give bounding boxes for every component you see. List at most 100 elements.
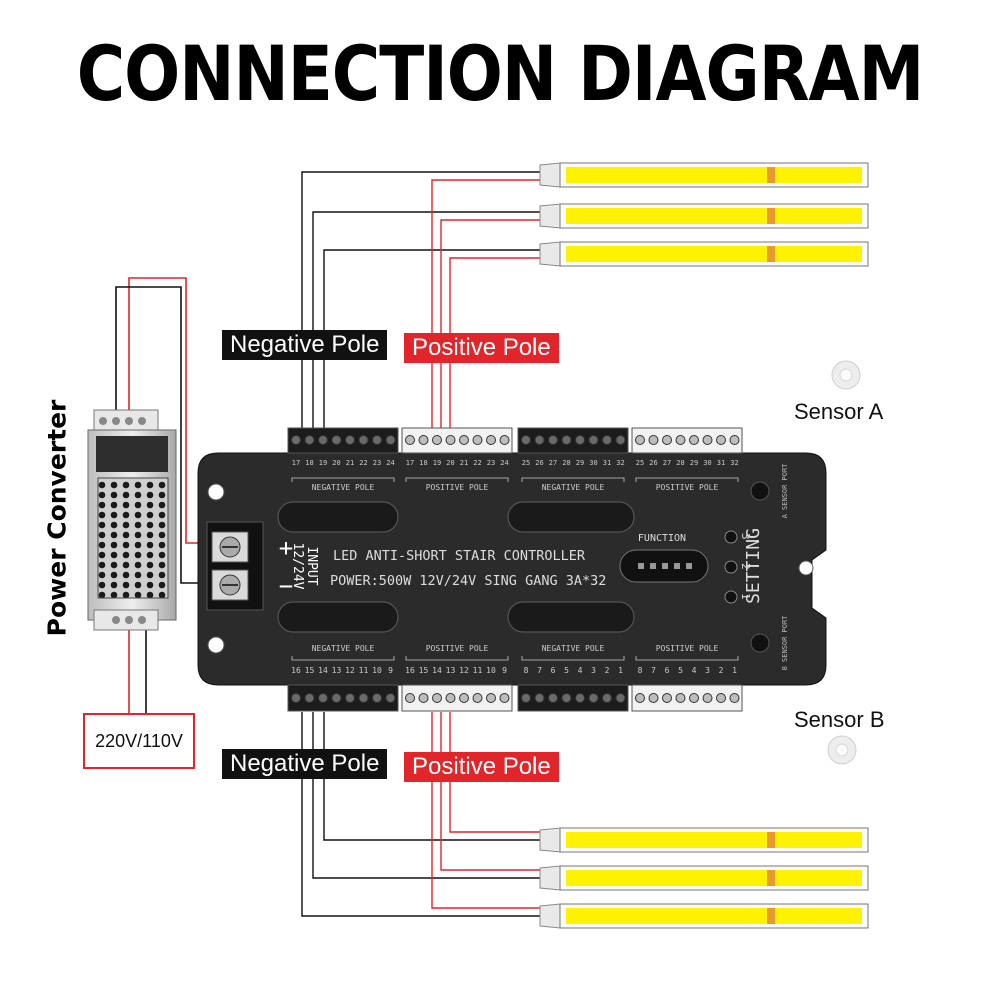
bottom-terminal-number: 12 xyxy=(345,666,355,675)
bottom-terminal-number: 14 xyxy=(318,666,328,675)
strip-cob-light xyxy=(566,832,862,848)
sensor-a-port xyxy=(750,481,770,501)
bottom-group-bracket xyxy=(291,656,395,661)
bottom-terminal-number: 1 xyxy=(732,666,737,675)
terminal-screw xyxy=(675,435,686,445)
strip-cob-light xyxy=(566,870,862,886)
terminal-screw xyxy=(561,693,572,703)
page-title: CONNECTION DIAGRAM xyxy=(76,30,925,119)
led-strips xyxy=(539,162,869,929)
terminal-screw xyxy=(702,693,713,703)
led-strip-6 xyxy=(539,903,869,929)
strip-cob-light xyxy=(566,208,862,224)
top-terminal-number: 27 xyxy=(549,459,557,467)
terminal-screw xyxy=(662,435,672,445)
converter-top-screws xyxy=(99,417,146,425)
terminal-screw xyxy=(534,435,545,445)
bottom-terminal-number: 11 xyxy=(473,666,483,675)
led-strip-3 xyxy=(539,241,869,267)
terminal-screw xyxy=(575,435,585,445)
terminal-screw xyxy=(689,435,699,445)
terminal-screw xyxy=(372,693,382,703)
bottom-terminal-block-3 xyxy=(517,684,629,712)
terminal-screw xyxy=(445,693,456,703)
terminal-screw xyxy=(459,435,469,445)
terminal-screw xyxy=(445,435,456,445)
top-terminal-number: 26 xyxy=(649,459,657,467)
top-terminal-number: 26 xyxy=(535,459,543,467)
top-neg-wire-3 xyxy=(323,249,540,430)
setting-button-2[interactable] xyxy=(724,560,738,574)
bottom-terminal-number: 8 xyxy=(638,666,643,675)
input-plus-sign: + xyxy=(279,534,293,562)
top-terminal-number: 31 xyxy=(603,459,611,467)
bottom-terminal-number: 4 xyxy=(578,666,583,675)
bottom-negative-pole-tag: Negative Pole xyxy=(222,749,388,779)
sensor-b-port xyxy=(750,633,770,653)
strip-cut-mark xyxy=(767,208,775,224)
power-converter xyxy=(87,409,177,631)
terminal-screw xyxy=(499,435,510,445)
converter-negative-wire xyxy=(115,286,205,584)
top-terminal-number: 28 xyxy=(676,459,684,467)
top-group-label-2: POSITIVE POLE xyxy=(426,483,489,492)
terminal-screw xyxy=(405,435,415,445)
terminal-screw xyxy=(561,435,572,445)
bottom-terminal-number: 13 xyxy=(332,666,342,675)
bottom-terminal-number: 15 xyxy=(419,666,429,675)
mains-voltage-label: 220V/110V xyxy=(95,731,183,751)
terminal-screw xyxy=(459,693,469,703)
setting-button-2-label: 2 xyxy=(739,563,752,570)
top-terminal-number: 19 xyxy=(319,459,327,467)
top-group-bracket xyxy=(521,477,625,482)
top-terminal-number: 32 xyxy=(616,459,624,467)
top-terminal-number: 24 xyxy=(386,459,394,467)
setting-label: SETTING xyxy=(743,528,764,604)
strip-connector xyxy=(539,903,561,929)
top-terminal-number: 29 xyxy=(576,459,584,467)
terminal-screw xyxy=(432,435,442,445)
bottom-terminal-number: 7 xyxy=(651,666,656,675)
led-strip-5 xyxy=(539,865,869,891)
top-terminal-block-2 xyxy=(401,427,513,454)
strip-connector xyxy=(539,162,561,188)
terminal-screw xyxy=(521,693,531,703)
bottom-terminal-number: 12 xyxy=(459,666,469,675)
top-group-label-1: NEGATIVE POLE xyxy=(312,483,375,492)
bottom-group-label-1: NEGATIVE POLE xyxy=(312,644,375,653)
strip-cut-mark xyxy=(767,870,775,886)
bottom-group-bracket xyxy=(635,656,739,661)
terminal-screw xyxy=(575,693,585,703)
top-terminal-number: 30 xyxy=(703,459,711,467)
input-label: INPUT xyxy=(304,546,319,585)
terminal-screw xyxy=(291,693,301,703)
bottom-terminal-number: 15 xyxy=(305,666,315,675)
input-voltage-label: 12/24V xyxy=(290,543,305,590)
top-terminal-number: 29 xyxy=(690,459,698,467)
bottom-positive-pole-tag: Positive Pole xyxy=(404,752,559,782)
terminal-screw xyxy=(689,693,699,703)
top-terminal-number: 30 xyxy=(589,459,597,467)
setting-button-1[interactable] xyxy=(724,590,738,604)
bottom-terminal-number: 9 xyxy=(502,666,507,675)
strip-cob-light xyxy=(566,167,862,183)
top-terminal-number: 17 xyxy=(292,459,300,467)
top-terminal-block-1 xyxy=(287,427,399,454)
function-label: FUNCTION xyxy=(638,533,686,544)
stair-controller: + − INPUT 12/24V LED ANTI-SHORT STAIR CO… xyxy=(197,427,827,712)
top-group-bracket xyxy=(635,477,739,482)
terminal-screw xyxy=(499,693,510,703)
top-terminal-number: 25 xyxy=(636,459,644,467)
setting-button-3[interactable] xyxy=(724,530,738,544)
converter-grille xyxy=(97,477,169,599)
terminal-screw xyxy=(331,435,342,445)
led-strip-4 xyxy=(539,827,869,853)
top-neg-wire-1 xyxy=(301,171,540,430)
terminal-screw xyxy=(521,435,531,445)
top-pos-wire-3 xyxy=(449,257,540,430)
top-neg-wire-2 xyxy=(312,211,540,430)
sensor-b xyxy=(827,735,857,765)
